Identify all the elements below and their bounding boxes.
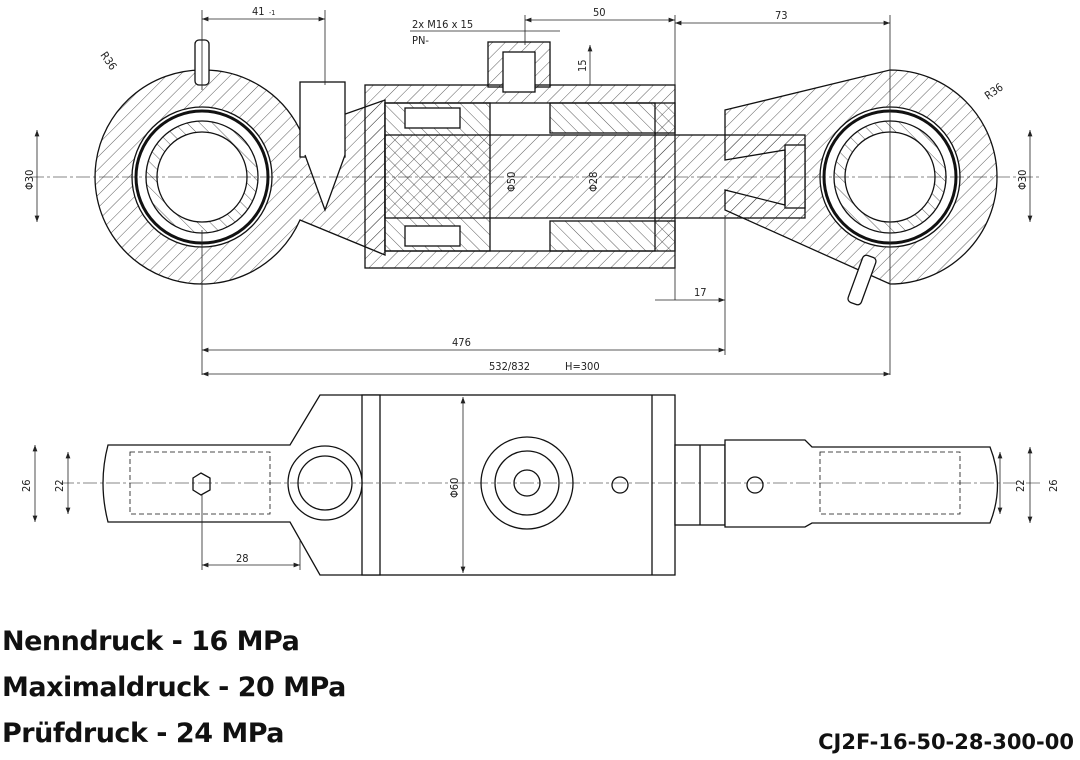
- dim-15: 15: [576, 59, 589, 72]
- gland: [549, 102, 676, 134]
- right-lug: [724, 439, 999, 528]
- port-note-pn: PN-: [412, 34, 429, 47]
- section-view: [30, 39, 1040, 306]
- spec-max-pressure: Maximaldruck - 20 MPa: [2, 672, 346, 703]
- side-dim-28: 28: [236, 552, 249, 565]
- grease-nipple-right: [847, 254, 877, 306]
- dim-17: 17: [694, 286, 707, 299]
- stroke-h300: H=300: [565, 360, 600, 373]
- side-dim-22-left: 22: [53, 479, 66, 492]
- radius-right: R36: [982, 81, 1005, 103]
- radius-left: R36: [98, 49, 120, 72]
- dim-50: 50: [593, 6, 606, 19]
- dim-476: 476: [452, 336, 471, 349]
- side-dim-26-left: 26: [20, 479, 33, 492]
- dim-532-832: 532/832: [489, 360, 530, 373]
- dimensions-top: [34, 10, 1033, 377]
- side-dim-22-right: 22: [1014, 479, 1027, 492]
- port-note: 2x M16 x 15: [412, 18, 473, 31]
- dia-piston: Φ50: [505, 172, 518, 192]
- dimensions-side: [32, 397, 1033, 573]
- dia-left: Φ30: [23, 170, 36, 190]
- dim-73: 73: [775, 9, 788, 22]
- side-view: [60, 394, 1040, 576]
- spec-test-pressure: Prüfdruck - 24 MPa: [2, 718, 285, 749]
- part-number: CJ2F-16-50-28-300-00: [818, 730, 1074, 754]
- grease-nipple-side: [192, 472, 211, 496]
- spec-nominal-pressure: Nenndruck - 16 MPa: [2, 626, 300, 657]
- dim-41-tolerance: -1: [269, 9, 275, 17]
- dia-right: Φ30: [1016, 170, 1029, 190]
- dim-41: 41: [252, 5, 265, 18]
- dia-rod: Φ28: [587, 172, 600, 192]
- side-dim-26-right: 26: [1047, 479, 1060, 492]
- dia-body: Φ60: [448, 478, 461, 498]
